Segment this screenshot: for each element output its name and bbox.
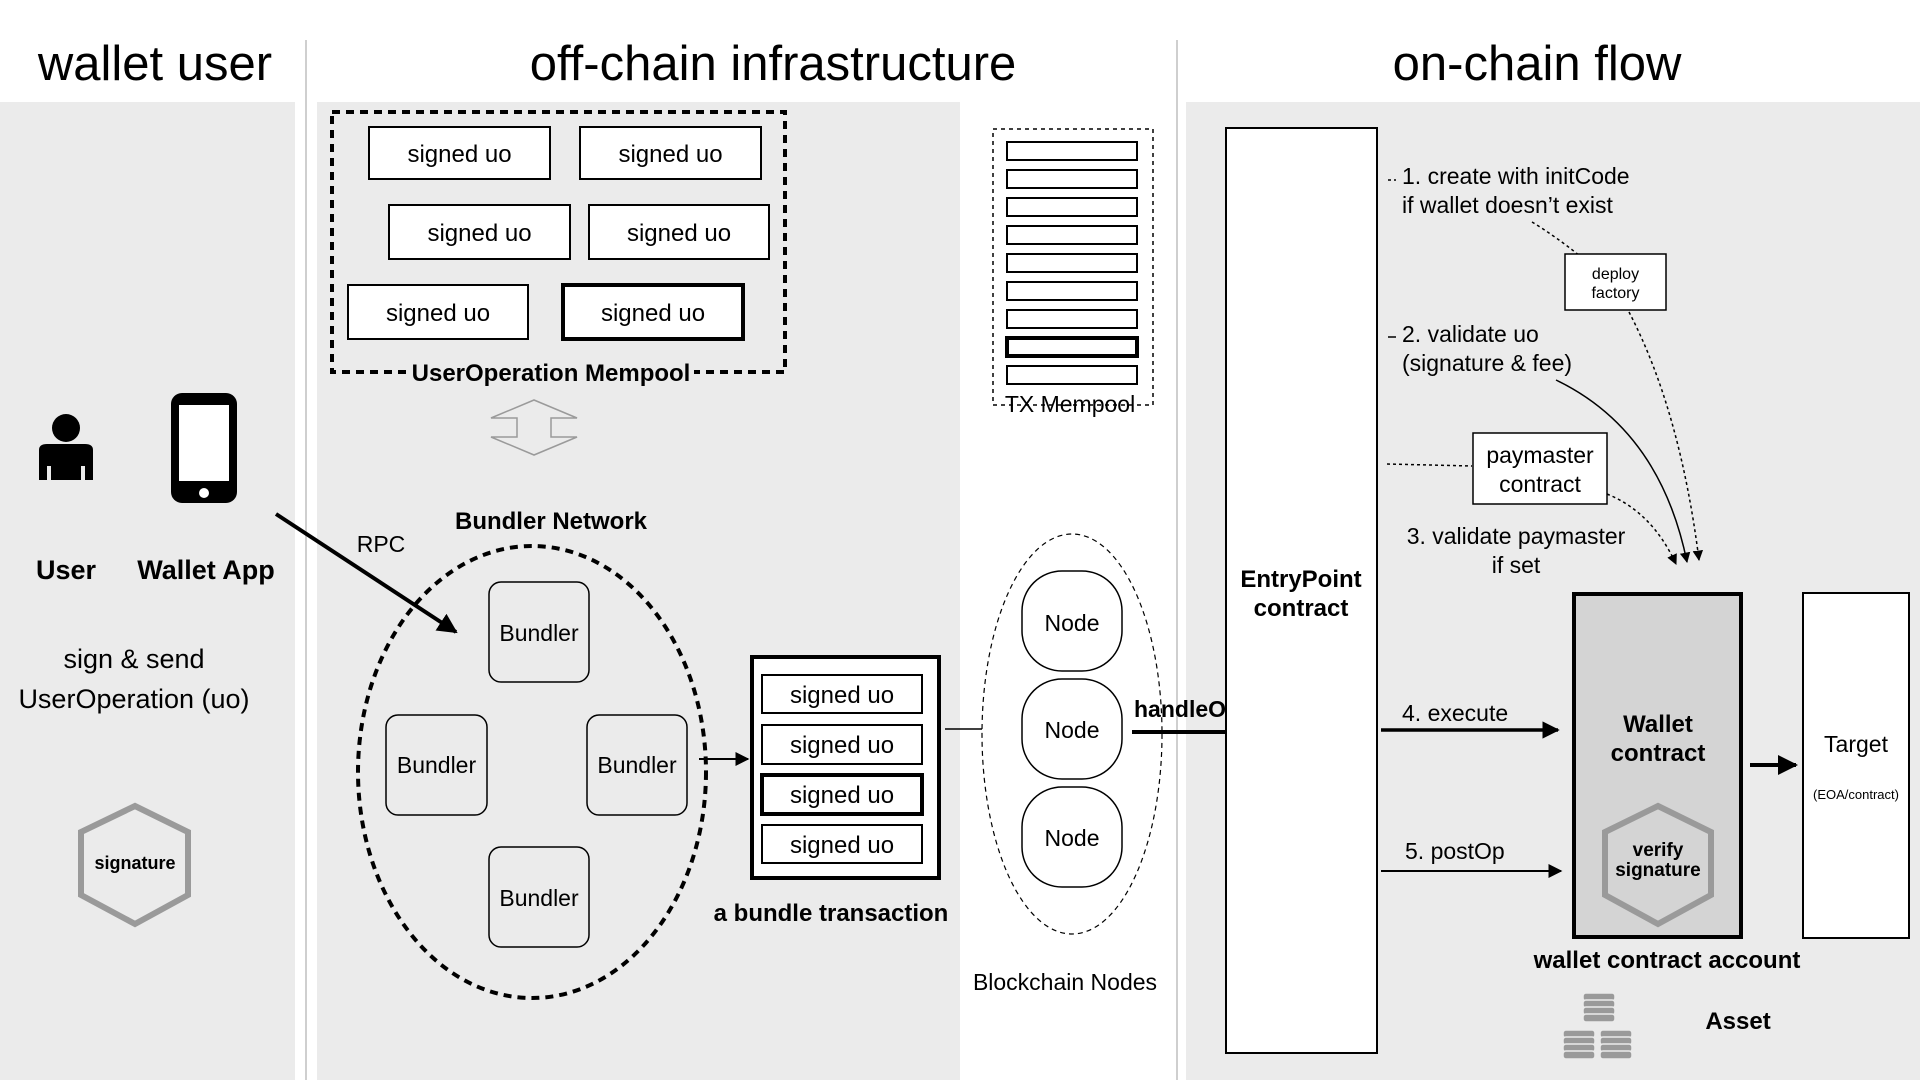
svg-text:factory: factory (1591, 285, 1639, 302)
paymaster-contract-box: paymaster contract (1472, 432, 1608, 505)
bundle-transaction-label: a bundle transaction (714, 900, 949, 927)
tx-mempool: TX Mempool (990, 128, 1154, 417)
tx-mempool-label: TX Mempool (1005, 391, 1135, 417)
mempool-label-backing (408, 356, 694, 388)
svg-text:signed uo: signed uo (790, 832, 894, 859)
svg-text:Bundler: Bundler (499, 620, 579, 646)
section-title-off-chain: off-chain infrastructure (530, 37, 1017, 91)
tx-slot (1006, 197, 1138, 217)
svg-text:signed uo: signed uo (790, 732, 894, 759)
coins-icon (1562, 992, 1633, 1060)
bundler-node: Bundler (488, 846, 590, 948)
signature-hexagon: signature (78, 802, 191, 928)
rpc-arrow (274, 512, 458, 634)
blockchain-node: Node (1021, 786, 1123, 888)
section-title-wallet-user: wallet user (37, 37, 272, 91)
bundle-uo-item: signed uo (761, 824, 923, 864)
bundle-uo-item-selected: signed uo (760, 773, 924, 816)
bundler-network-boundary (356, 544, 708, 1000)
signature-label: signature (94, 853, 175, 873)
svg-text:signed uo: signed uo (601, 300, 705, 327)
svg-text:contract: contract (1499, 471, 1581, 497)
svg-text:signed uo: signed uo (790, 782, 894, 809)
svg-text:Bundler: Bundler (397, 752, 477, 778)
entrypoint-to-paymaster-line (1386, 463, 1473, 467)
tx-slot (1006, 169, 1138, 189)
svg-text:signed uo: signed uo (407, 141, 511, 168)
tx-slot (1006, 309, 1138, 329)
target-sub-label: (EOA/contract) (1813, 787, 1899, 802)
step4-label: 4. execute (1402, 700, 1508, 726)
wallet-contract-line1: Wallet (1623, 711, 1693, 738)
svg-text:signed uo: signed uo (386, 300, 490, 327)
phone-icon (171, 393, 237, 503)
target-label: Target (1824, 731, 1889, 757)
svg-text:Bundler: Bundler (499, 885, 579, 911)
blockchain-nodes-label: Blockchain Nodes (973, 969, 1157, 995)
step3-line2: if set (1492, 552, 1541, 578)
userop-mempool-label: UserOperation Mempool (412, 360, 691, 387)
entrypoint-label-line2: contract (1254, 595, 1349, 622)
bundler-network-title: Bundler Network (455, 508, 648, 535)
paymaster-to-wallet-curve (1606, 493, 1677, 565)
verify-label-line2: signature (1615, 860, 1701, 881)
step2-line1: 2. validate uo (1402, 321, 1539, 347)
svg-text:deploy: deploy (1592, 266, 1639, 283)
blockchain-node: Node (1021, 678, 1123, 780)
step3-line1: 3. validate paymaster (1407, 523, 1626, 549)
bundle-uo-item: signed uo (761, 674, 923, 714)
wallet-app-label: Wallet App (137, 555, 275, 585)
svg-text:signed uo: signed uo (627, 220, 731, 247)
mempool-uo-item: signed uo (368, 126, 551, 180)
svg-text:signed uo: signed uo (618, 141, 722, 168)
sign-send-line2: UserOperation (uo) (18, 684, 249, 714)
bundler-node: Bundler (586, 714, 688, 816)
mempool-uo-item: signed uo (347, 284, 529, 340)
wallet-contract-line2: contract (1611, 740, 1706, 767)
mempool-uo-item: signed uo (388, 204, 571, 260)
wallet-user-panel (0, 102, 295, 1080)
verify-label-line1: verify (1633, 840, 1684, 861)
tx-slot (1006, 141, 1138, 161)
svg-text:signed uo: signed uo (790, 682, 894, 709)
rpc-label: RPC (357, 531, 406, 557)
sign-send-line1: sign & send (63, 644, 204, 674)
user-label: User (36, 555, 97, 585)
bundle-uo-item: signed uo (761, 724, 923, 765)
svg-text:Node: Node (1045, 610, 1100, 636)
mempool-uo-item-selected: signed uo (561, 283, 745, 341)
bidirectional-arrow-icon (490, 399, 578, 456)
svg-text:Node: Node (1045, 825, 1100, 851)
verify-signature-hexagon: verify signature (1602, 802, 1714, 928)
tx-slot (1006, 225, 1138, 245)
deploy-factory-box: deploy factory (1564, 253, 1667, 311)
step5-label: 5. postOp (1405, 838, 1505, 864)
tx-slot-selected (1005, 336, 1139, 358)
svg-text:Node: Node (1045, 717, 1100, 743)
tx-mempool-border (992, 128, 1154, 406)
svg-text:paymaster: paymaster (1486, 442, 1594, 468)
svg-text:Bundler: Bundler (597, 752, 677, 778)
target-box (1802, 592, 1910, 939)
step2-line2: (signature & fee) (1402, 350, 1572, 376)
mempool-uo-item: signed uo (579, 126, 762, 180)
entrypoint-contract (1225, 127, 1378, 1054)
blockchain-node: Node (1021, 570, 1123, 672)
mempool-uo-item: signed uo (588, 204, 770, 260)
section-title-on-chain: on-chain flow (1393, 37, 1682, 91)
tx-slot (1006, 281, 1138, 301)
entrypoint-label-line1: EntryPoint (1240, 566, 1361, 593)
bundler-node: Bundler (385, 714, 488, 816)
bundler-node: Bundler (488, 581, 590, 683)
user-icon (39, 414, 93, 480)
step1-line1: 1. create with initCode (1402, 163, 1630, 189)
tx-slot (1006, 365, 1138, 385)
step1-line2: if wallet doesn’t exist (1402, 192, 1614, 218)
asset-label: Asset (1705, 1008, 1770, 1035)
svg-text:signed uo: signed uo (427, 220, 531, 247)
tx-slot (1006, 253, 1138, 273)
step2-to-wallet-curve (1555, 379, 1691, 564)
wallet-contract-account-label: wallet contract account (1533, 947, 1801, 974)
